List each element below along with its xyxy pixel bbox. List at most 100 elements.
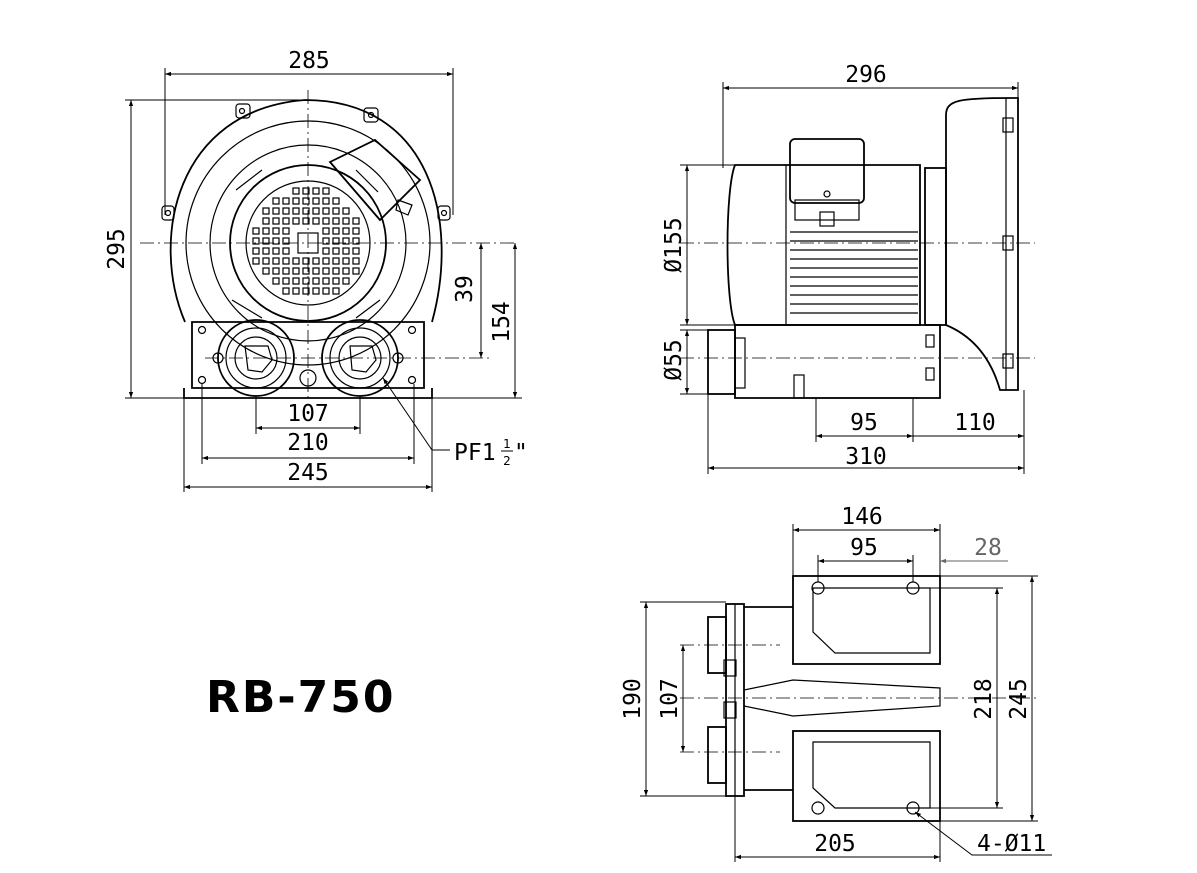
grille-slot (282, 197, 290, 205)
grille-slot (352, 217, 360, 225)
top-port-lower (707, 726, 727, 784)
grille-slot (312, 197, 320, 205)
dim-top-218: 218 (971, 678, 997, 720)
grille-slot (252, 237, 260, 245)
grille-slot (322, 267, 330, 275)
grille-slot (272, 257, 280, 265)
grille-slot (352, 267, 360, 275)
grille-slot (312, 187, 320, 195)
grille-slot (272, 197, 280, 205)
grille-slot (302, 187, 310, 195)
grille-slot (292, 277, 300, 285)
grille-slot (262, 237, 270, 245)
grille-slot (332, 277, 340, 285)
side-cable-gland (819, 211, 835, 227)
grille-slot (282, 247, 290, 255)
grille-slot (262, 227, 270, 235)
grille-slot (352, 257, 360, 265)
grille-slot (282, 257, 290, 265)
grille-slot (332, 197, 340, 205)
grille-slot (252, 247, 260, 255)
grille-slot (332, 257, 340, 265)
grille-slot (282, 217, 290, 225)
grille-slot (332, 247, 340, 255)
side-port (707, 329, 736, 395)
grille-slot (302, 207, 310, 215)
housing-ribs (231, 169, 381, 319)
dim-top-245: 245 (1006, 678, 1032, 720)
dim-side-110: 110 (954, 410, 996, 436)
grille-slot (302, 197, 310, 205)
grille-slot (322, 277, 330, 285)
dim-port-spacing: 107 (287, 401, 329, 427)
dim-base-inner: 210 (287, 430, 329, 456)
terminal-box (328, 138, 422, 222)
port-connectors (744, 606, 793, 791)
grille-slot (332, 207, 340, 215)
grille-slot (282, 237, 290, 245)
grille-slot (292, 217, 300, 225)
grille-slot (302, 267, 310, 275)
dim-side-310: 310 (845, 444, 887, 470)
grille-slot (342, 217, 350, 225)
grille-slot (322, 197, 330, 205)
grille-slot (272, 207, 280, 215)
grille-slot (272, 217, 280, 225)
side-terminal-box (789, 138, 865, 204)
model-name: RB-750 (206, 672, 396, 723)
grille-slot (332, 237, 340, 245)
grille-slot (312, 207, 320, 215)
dim-front-height: 295 (104, 228, 130, 270)
grille-slot (292, 267, 300, 275)
grille-slot (352, 247, 360, 255)
dim-motor-diameter: Ø155 (661, 217, 687, 272)
grille-slot (292, 287, 300, 295)
grille-slot (312, 277, 320, 285)
grille-slot (342, 207, 350, 215)
grille-slot (322, 287, 330, 295)
dim-top-205: 205 (814, 831, 856, 857)
grille-slot (322, 217, 330, 225)
front-view: 285 295 39 154 107 210 245 PF1 1 2 " (104, 48, 528, 492)
fraction-denominator: 2 (503, 454, 511, 468)
grille-slot (282, 227, 290, 235)
grille-slot (292, 187, 300, 195)
grille-slot (262, 217, 270, 225)
dim-side-95: 95 (850, 410, 878, 436)
grille-slot (302, 287, 310, 295)
grille-slot (262, 267, 270, 275)
housing-lugs (161, 103, 451, 221)
motor-flange (924, 167, 947, 326)
grille-slot (322, 227, 330, 235)
mounting-holes-label: 4-Ø11 (977, 831, 1046, 857)
grille-slot (332, 217, 340, 225)
foot-recess-lower (812, 741, 931, 809)
dim-top-107: 107 (657, 678, 683, 720)
grille-slot (292, 257, 300, 265)
grille-slot (292, 207, 300, 215)
grille-slot (302, 257, 310, 265)
grille-slot (302, 277, 310, 285)
blower-housing (945, 97, 1019, 391)
motor-cooling-fins (790, 231, 918, 314)
dim-port-diameter: Ø55 (661, 339, 687, 381)
dim-top-95: 95 (850, 535, 878, 561)
grille-slot (322, 207, 330, 215)
side-view: 296 Ø155 Ø55 95 110 310 (661, 62, 1035, 474)
grille-slot (272, 277, 280, 285)
grille-slot (262, 257, 270, 265)
grille-slot (292, 197, 300, 205)
grille-slot (342, 277, 350, 285)
dim-top-190: 190 (620, 678, 646, 720)
grille-slot (342, 227, 350, 235)
center-duct (743, 679, 941, 717)
dim-154: 154 (489, 301, 515, 343)
motor-body (726, 164, 921, 326)
grille-slot (342, 257, 350, 265)
grille-slot (312, 257, 320, 265)
port-thread-label: PF1 (454, 440, 496, 466)
grille-slot (262, 247, 270, 255)
grille-slot (272, 237, 280, 245)
grille-slot (322, 257, 330, 265)
